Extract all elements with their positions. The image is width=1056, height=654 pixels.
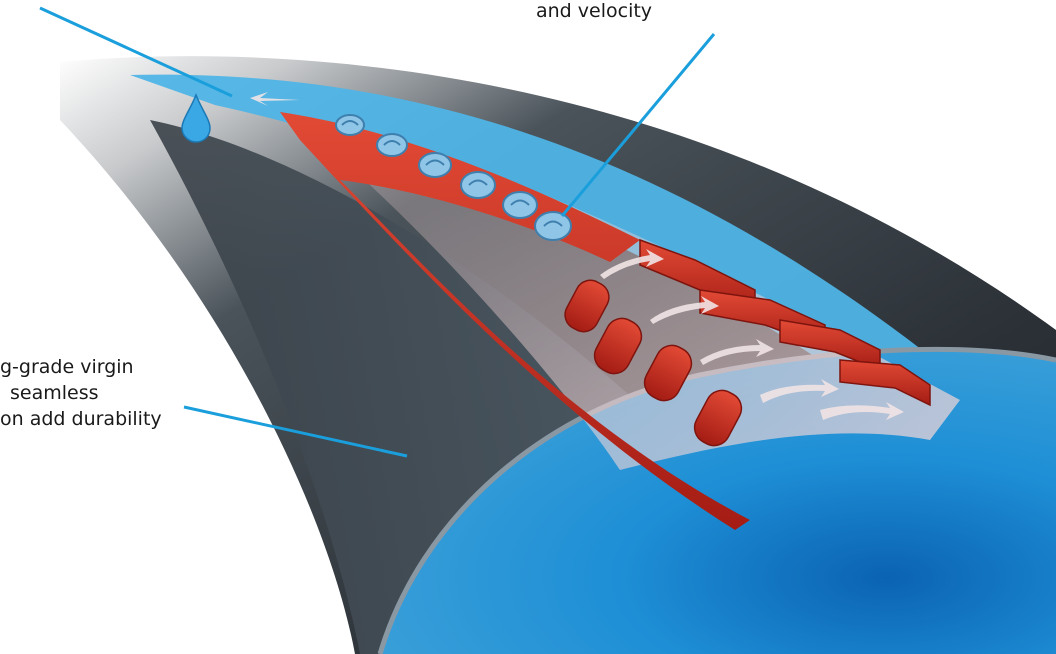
swirl-icon xyxy=(461,172,495,198)
swirl-icon xyxy=(503,192,537,218)
callout-top-line1: and velocity xyxy=(536,0,652,22)
swirl-icon xyxy=(419,153,451,177)
callout-left-line3: on add durability xyxy=(0,406,162,432)
callout-top: and velocity xyxy=(536,0,652,24)
callout-left: g-grade virgin seamless on add durabilit… xyxy=(0,354,162,432)
swirl-icon xyxy=(377,134,407,156)
callout-left-line2: seamless xyxy=(10,380,172,406)
callout-left-line1: g-grade virgin xyxy=(0,354,162,380)
swirl-icon xyxy=(336,115,364,135)
swirl-icon xyxy=(535,212,571,240)
